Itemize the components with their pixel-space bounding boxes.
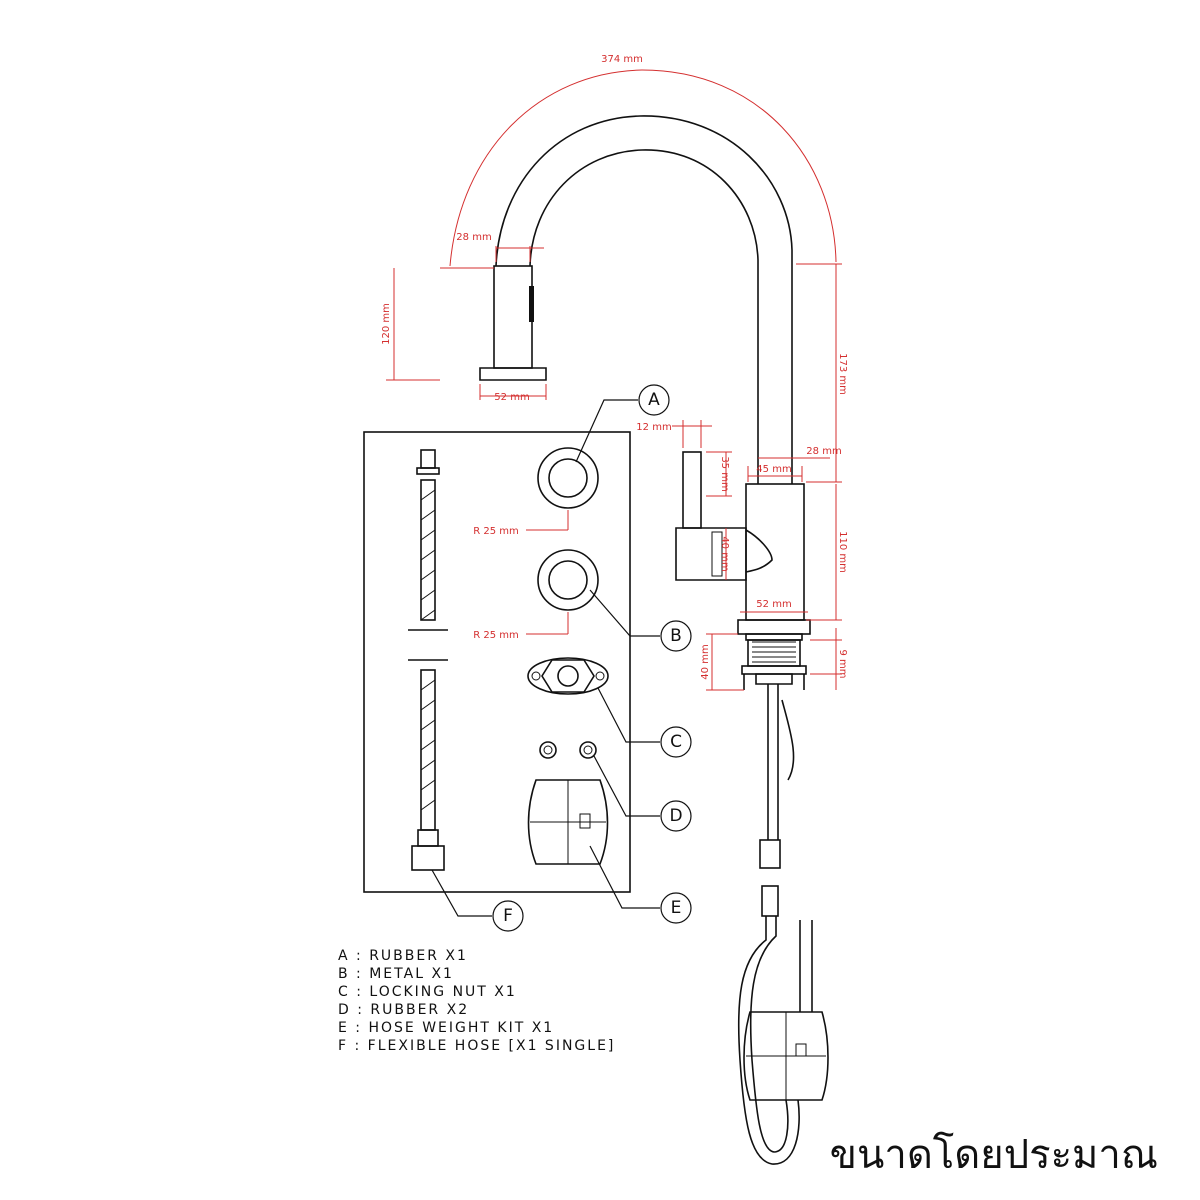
dim-spout-arc: 374 mm	[601, 54, 643, 65]
dim-lever-height: 40 mm	[719, 536, 730, 571]
dim-radius-b: R 25 mm	[473, 630, 519, 641]
dim-mount-height: 40 mm	[700, 644, 711, 679]
callout-e-circle	[660, 892, 692, 924]
part-d-rubber-washers	[539, 741, 597, 759]
callout-f: F	[503, 906, 513, 926]
callout-a-circle	[638, 384, 670, 416]
dim-body-upper: 173 mm	[837, 353, 848, 395]
callout-d: D	[669, 806, 682, 826]
parts-box	[363, 431, 631, 893]
legend-item-e: E : HOSE WEIGHT KIT X1	[338, 1020, 554, 1036]
legend-item-f: F : FLEXIBLE HOSE [X1 SINGLE]	[338, 1038, 615, 1054]
part-a-rubber-ring	[537, 447, 599, 509]
dim-spout-tip: 28 mm	[456, 232, 491, 243]
dim-spray-head-height: 120 mm	[381, 303, 392, 345]
dim-pipe-width: 28 mm	[806, 446, 841, 457]
legend-item-a: A : RUBBER X1	[338, 948, 468, 964]
parts-legend: A : RUBBER X1 B : METAL X1 C : LOCKING N…	[338, 948, 615, 1054]
dim-body-height: 110 mm	[837, 531, 848, 573]
dim-mount-gap: 9 mm	[837, 649, 848, 678]
dim-spray-head-base: 52 mm	[494, 392, 529, 403]
callout-c-circle	[660, 726, 692, 758]
faucet-body	[675, 451, 811, 690]
spout	[495, 115, 793, 484]
dim-radius-a: R 25 mm	[473, 526, 519, 537]
dimension-labels: 374 mm 28 mm 120 mm 52 mm 173 mm 28 mm 4…	[381, 54, 848, 680]
part-c-locking-nut	[527, 657, 609, 695]
legend-item-d: D : RUBBER X2	[338, 1002, 469, 1018]
callouts: A B C D E F	[431, 384, 692, 932]
approximate-size-caption: ขนาดโดยประมาณ	[830, 1132, 1158, 1178]
dim-handle-width: 12 mm	[636, 422, 671, 433]
legend-item-b: B : METAL X1	[338, 966, 454, 982]
callout-a: A	[648, 390, 660, 410]
callout-c: C	[670, 732, 682, 752]
flexible-hose-part	[408, 449, 448, 871]
dim-base-width: 52 mm	[756, 599, 791, 610]
legend-item-c: C : LOCKING NUT X1	[338, 984, 517, 1000]
callout-b-circle	[660, 620, 692, 652]
callout-b: B	[670, 626, 682, 646]
pull-down-hose	[737, 684, 829, 1165]
dim-handle-height: 35 mm	[719, 456, 730, 491]
part-e-hose-weight	[527, 779, 609, 865]
callout-e: E	[671, 898, 682, 918]
dim-body-width: 45 mm	[756, 464, 791, 475]
callout-f-circle	[492, 900, 524, 932]
spray-head	[479, 265, 547, 381]
part-b-metal-ring	[537, 549, 599, 611]
dimension-lines	[386, 69, 842, 691]
callout-d-circle	[660, 800, 692, 832]
